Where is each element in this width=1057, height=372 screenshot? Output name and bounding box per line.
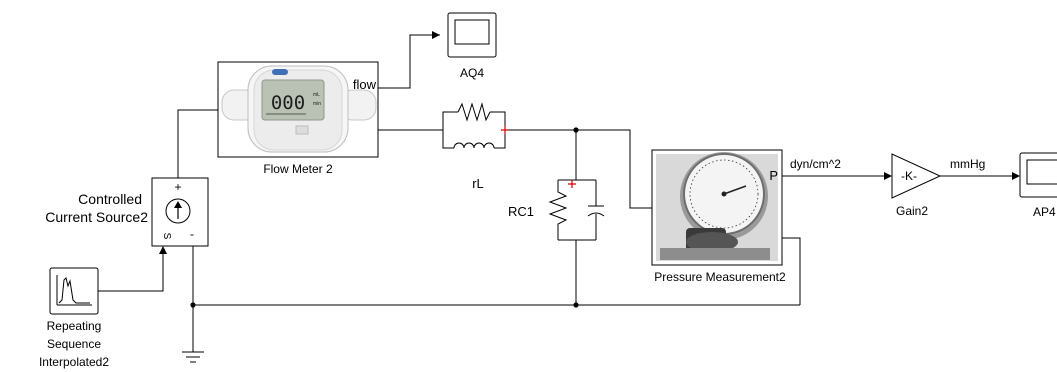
wire-flow-to-aq4[interactable]: [378, 34, 440, 89]
arrow-aq4: [432, 31, 440, 39]
wires: [98, 31, 1020, 352]
junction-dot: [573, 302, 579, 308]
scope-ap4-label: AP4: [1033, 205, 1056, 219]
arrow-ap4: [1012, 172, 1020, 180]
svg-text:Repeating: Repeating: [47, 319, 102, 333]
flow-meter-block[interactable]: 000 mL min flow Flow Meter 2: [217, 61, 379, 176]
pressure-gauge-image: [656, 152, 778, 261]
svg-text:min: min: [313, 101, 321, 107]
wire-junction-to-pressure[interactable]: [576, 129, 652, 209]
flow-meter-label: Flow Meter 2: [263, 162, 333, 176]
gain-block[interactable]: -K- Gain2: [891, 153, 942, 218]
pressure-measurement-block[interactable]: P Pressure Measurement2: [651, 149, 786, 284]
current-source-label-1: Controlled: [78, 191, 142, 207]
svg-text:S: S: [161, 233, 172, 240]
inductor-symbol: [453, 142, 495, 149]
ground-icon[interactable]: [182, 351, 204, 363]
resistor-symbol: [548, 180, 568, 240]
meter-reading: 000: [271, 92, 305, 114]
current-source-icon: [165, 198, 191, 224]
svg-text:+: +: [174, 180, 181, 194]
signal-dyn-label: dyn/cm^2: [790, 157, 841, 171]
wire-pressure-ref[interactable]: [780, 237, 801, 305]
junction-dot: [190, 302, 196, 308]
inductor-label: rL: [472, 176, 484, 191]
resistor-symbol: [457, 102, 491, 122]
wire-source-to-meter[interactable]: [177, 109, 218, 178]
arrow-source-s: [159, 246, 167, 254]
current-source-block[interactable]: + - S Controlled Current Source2: [45, 177, 209, 247]
waveform-icon: [56, 275, 92, 306]
scope-aq4-block[interactable]: AQ4: [447, 12, 497, 80]
svg-text:Sequence: Sequence: [47, 337, 101, 351]
svg-text:-: -: [190, 227, 194, 241]
signal-mmhg-label: mmHg: [950, 157, 985, 171]
arrow-gain: [884, 172, 892, 180]
pressure-port-label: P: [769, 168, 778, 183]
rc-label: RC1: [508, 204, 534, 219]
svg-text:mL: mL: [313, 92, 320, 98]
rc-block[interactable]: RC1: [508, 160, 605, 260]
wire-seq-to-source[interactable]: [98, 250, 164, 292]
scope-screen-icon: [1026, 159, 1057, 185]
flow-port-label: flow: [353, 77, 377, 92]
junction-dot: [573, 127, 579, 133]
scope-screen-icon: [454, 19, 490, 45]
current-source-label-2: Current Source2: [45, 209, 148, 225]
polarity-plus-icon: [501, 126, 509, 134]
scope-ap4-block[interactable]: AP4: [1019, 152, 1057, 219]
gain-symbol: -K-: [901, 169, 917, 183]
gain-label: Gain2: [896, 204, 928, 218]
svg-text:Interpolated2: Interpolated2: [39, 355, 109, 369]
polarity-plus-icon: [568, 180, 576, 188]
scope-aq4-label: AQ4: [460, 66, 484, 80]
repeating-sequence-block[interactable]: Repeating Sequence Interpolated2: [39, 267, 109, 369]
inductor-block[interactable]: rL: [430, 102, 518, 191]
flow-meter-image: 000 mL min: [221, 65, 377, 153]
pressure-measurement-label: Pressure Measurement2: [654, 270, 786, 284]
